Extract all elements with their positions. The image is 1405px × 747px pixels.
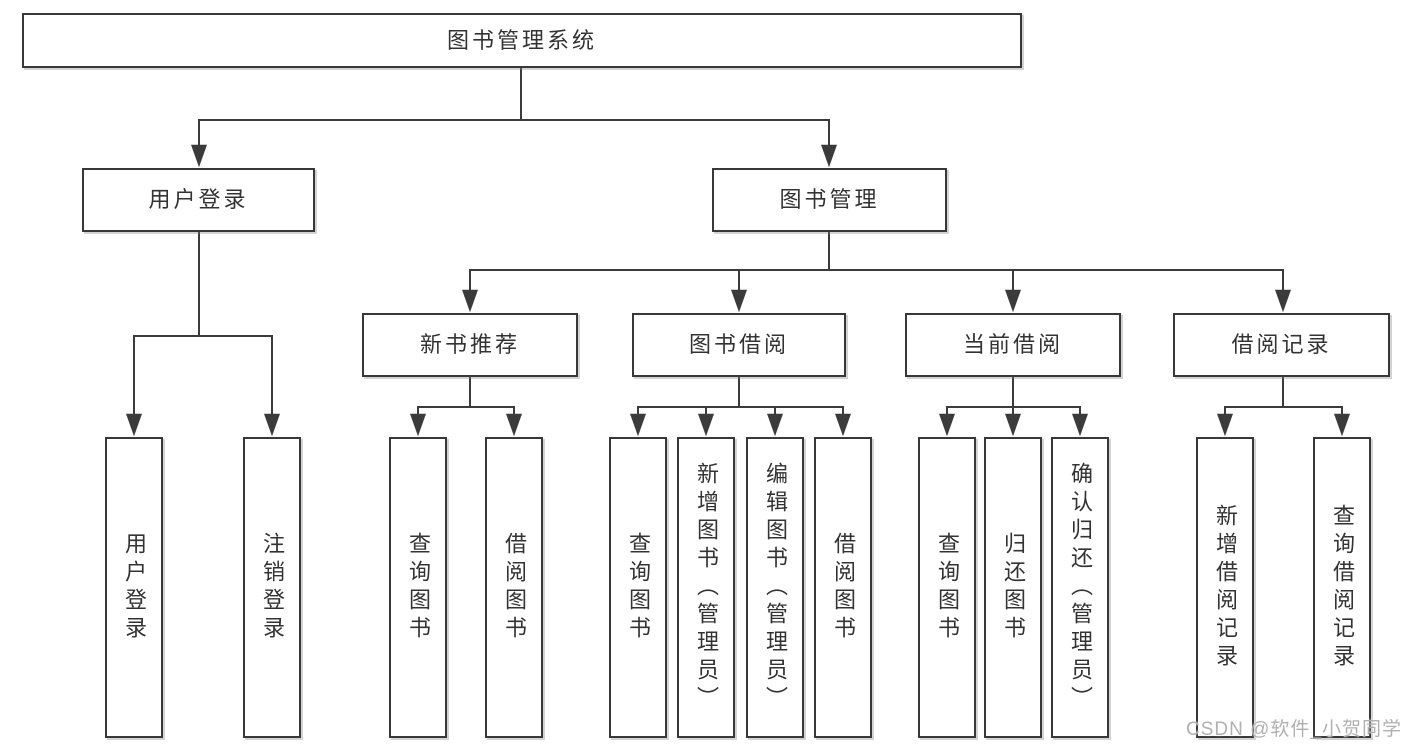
node-user-login-label: 用户登录 [148,187,249,212]
leaf-current-confirm-return-admin-label: 确认归还（管理员） [1068,461,1093,714]
leaf-borrow-borrow-books-label: 借阅图书 [831,531,856,644]
node-book-management: 图书管理 [712,168,947,232]
leaf-records-add-record: 新增借阅记录 [1196,437,1254,738]
node-book-management-label: 图书管理 [779,187,880,212]
leaf-records-query-record: 查询借阅记录 [1313,437,1371,738]
node-book-borrow-label: 图书借阅 [688,332,789,357]
leaf-logout-login-label: 注销登录 [260,531,285,644]
leaf-recommend-query-books: 查询图书 [389,437,447,738]
leaf-borrow-edit-books-admin: 编辑图书（管理员） [746,437,804,738]
leaf-borrow-query-books: 查询图书 [609,437,667,738]
leaf-current-confirm-return-admin: 确认归还（管理员） [1051,437,1109,738]
leaf-current-return-books: 归还图书 [984,437,1042,738]
watermark: CSDN @软件_小贺同学 [1186,719,1402,740]
leaf-records-query-record-label: 查询借阅记录 [1330,503,1355,672]
node-book-borrow: 图书借阅 [632,313,846,377]
leaf-current-query-books: 查询图书 [918,437,976,738]
leaf-current-return-books-label: 归还图书 [1001,531,1026,644]
leaf-borrow-edit-books-admin-label: 编辑图书（管理员） [763,461,788,714]
leaf-records-add-record-label: 新增借阅记录 [1213,503,1238,672]
leaf-user-login: 用户登录 [105,437,163,738]
node-new-book-recommend: 新书推荐 [362,313,578,377]
leaf-recommend-borrow-books-label: 借阅图书 [502,531,527,644]
leaf-current-query-books-label: 查询图书 [935,531,960,644]
node-current-borrow-label: 当前借阅 [962,332,1063,357]
node-borrow-records-label: 借阅记录 [1231,332,1332,357]
node-new-book-recommend-label: 新书推荐 [419,332,520,357]
node-root: 图书管理系统 [22,13,1022,68]
node-root-label: 图书管理系统 [446,27,597,53]
node-user-login: 用户登录 [82,168,315,232]
leaf-logout-login: 注销登录 [243,437,301,738]
node-current-borrow: 当前借阅 [905,313,1121,377]
leaf-borrow-query-books-label: 查询图书 [626,531,651,644]
leaf-borrow-add-books-admin-label: 新增图书（管理员） [694,461,719,714]
leaf-borrow-borrow-books: 借阅图书 [814,437,872,738]
leaf-recommend-borrow-books: 借阅图书 [485,437,543,738]
node-borrow-records: 借阅记录 [1173,313,1390,377]
leaf-user-login-label: 用户登录 [122,531,147,644]
leaf-borrow-add-books-admin: 新增图书（管理员） [677,437,735,738]
leaf-recommend-query-books-label: 查询图书 [406,531,431,644]
